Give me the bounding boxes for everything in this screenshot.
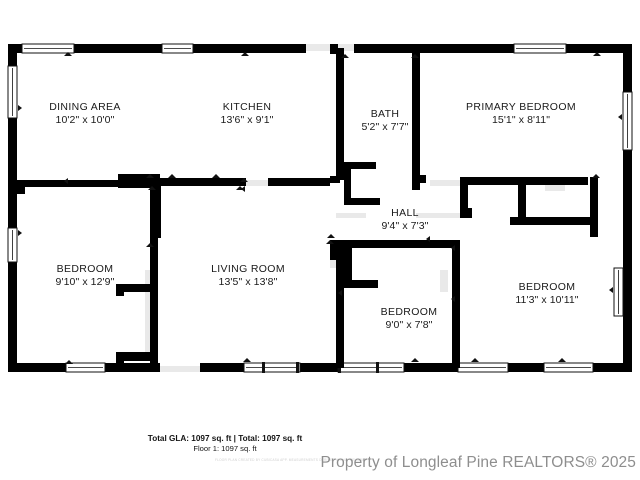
exterior-walls — [8, 44, 632, 372]
creator-disclaimer: FLOOR PLAN CREATED BY CUBICASA APP. MEAS… — [215, 458, 367, 462]
windows — [7, 43, 633, 373]
hall-wall-left — [336, 240, 344, 368]
door-markers — [18, 52, 622, 364]
kitchen-counter — [118, 174, 160, 188]
floor-area-text: Floor 1: 1097 sq. ft — [193, 444, 257, 453]
copyright-watermark: Property of Longleaf Pine REALTORS® 2025 — [320, 454, 636, 471]
hall-wall-right — [452, 240, 460, 368]
total-gla-text: Total GLA: 1097 sq. ft | Total: 1097 sq.… — [147, 434, 303, 443]
bath-wall-left — [336, 48, 344, 180]
bath-wall-right — [412, 48, 420, 190]
footer: Total GLA: 1097 sq. ft | Total: 1097 sq.… — [0, 430, 640, 480]
